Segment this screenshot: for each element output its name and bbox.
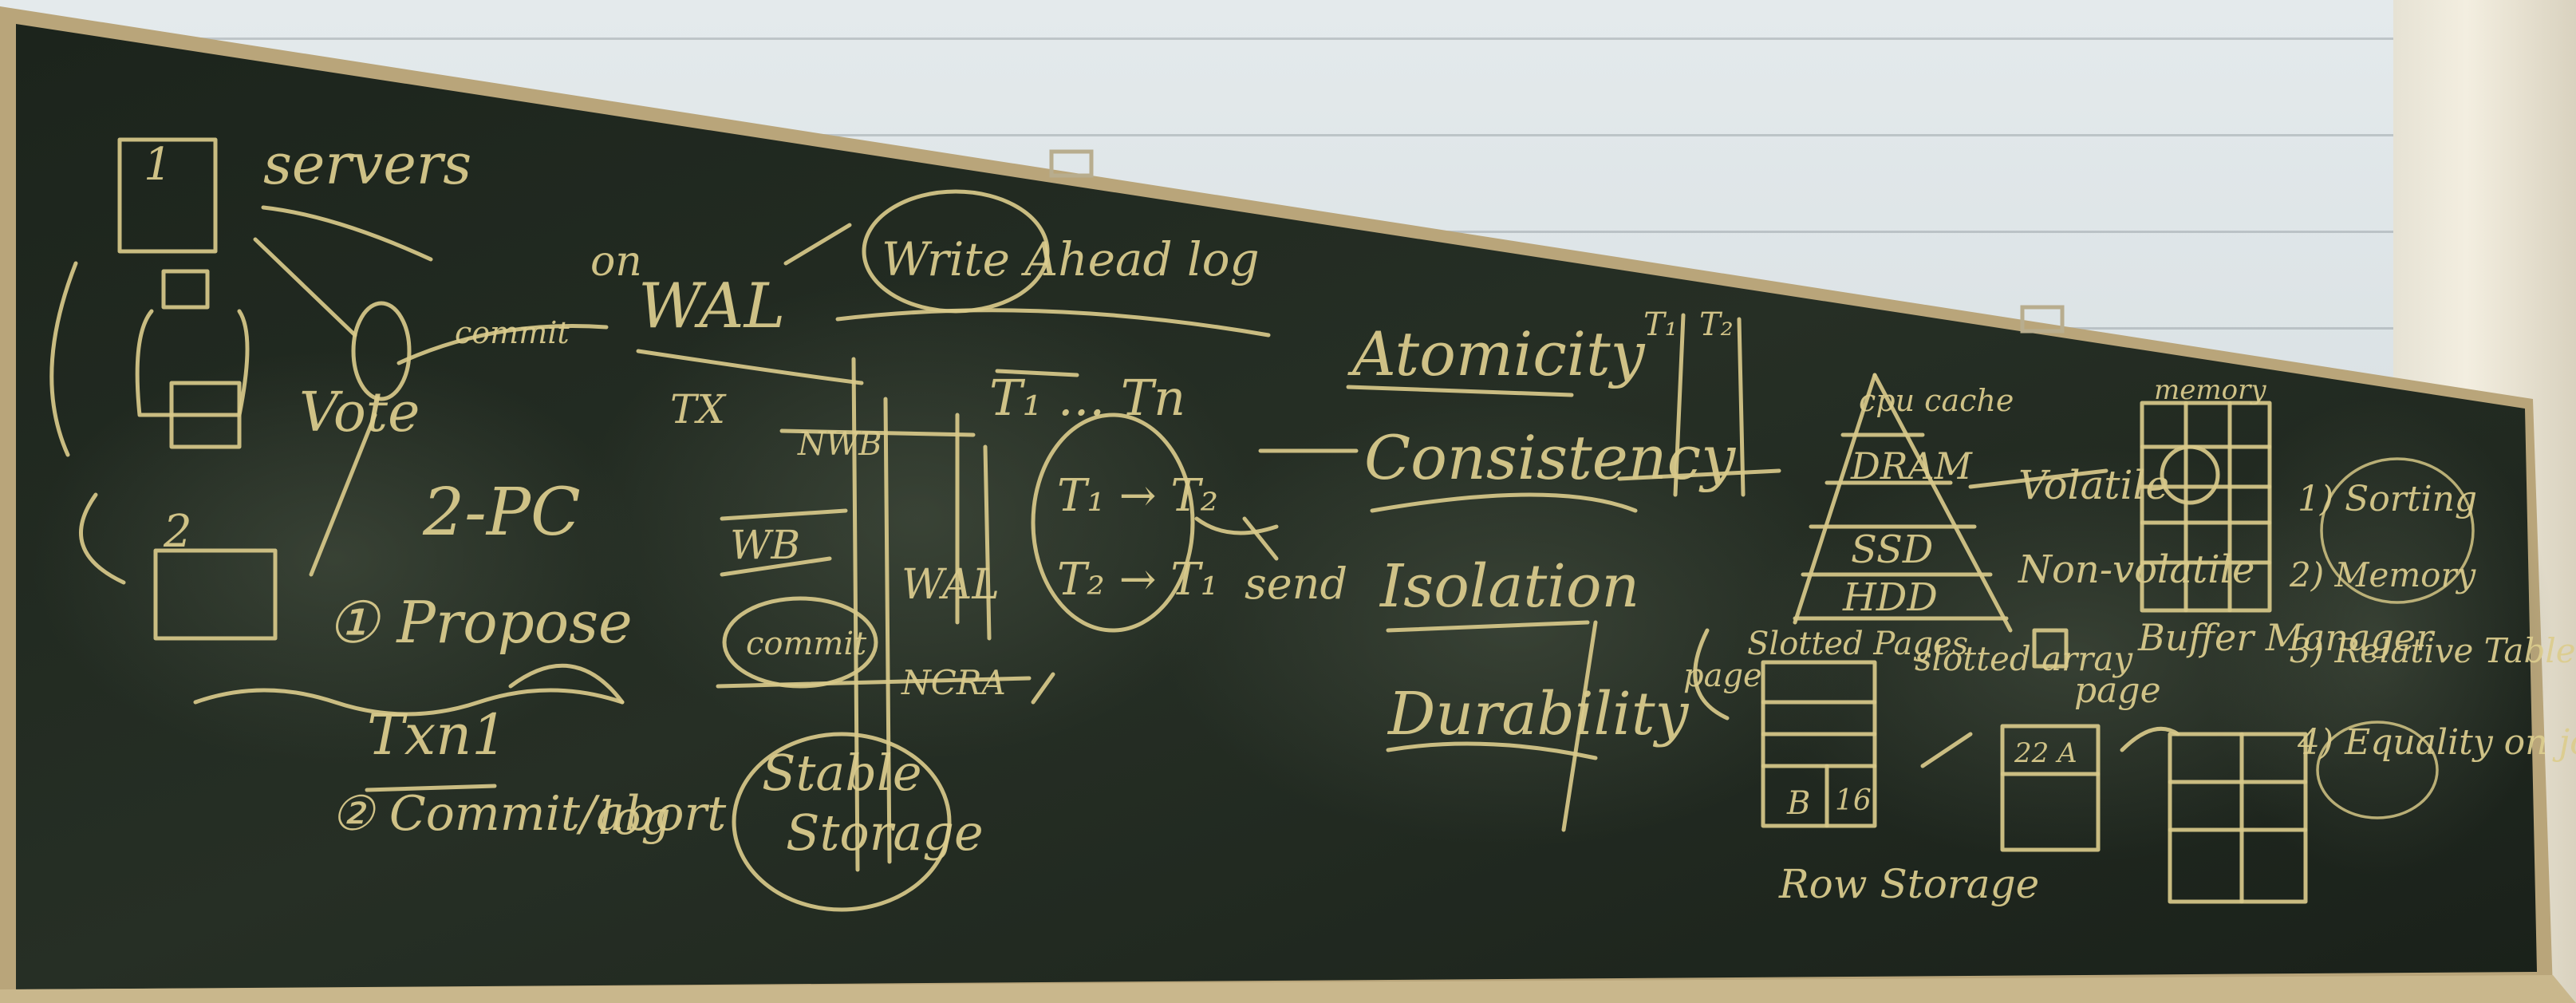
send-label: send xyxy=(1245,559,1347,609)
wal-small-label: WAL xyxy=(901,561,1000,609)
dram-label: DRAM xyxy=(1850,444,1974,488)
atomicity-label: Atomicity xyxy=(1347,318,1646,389)
join-factors-list xyxy=(2316,457,2475,819)
eraser-smudges xyxy=(32,279,2553,878)
server-two-label: 2 xyxy=(163,506,192,558)
list-item-sorting: 1) Sorting xyxy=(2298,479,2477,519)
tx-range-label: T₁ ... Tn xyxy=(989,369,1185,427)
acid-underlines xyxy=(1258,385,1638,832)
slotted-array-label: slotted array xyxy=(1915,639,2133,678)
on-label: on xyxy=(590,238,642,286)
commit-circle-label: commit xyxy=(746,626,867,662)
list-item-memory: 2) Memory xyxy=(2289,555,2477,594)
cell-b: B xyxy=(1786,785,1810,822)
t1-label: T₁ xyxy=(1643,306,1678,343)
page-label: page xyxy=(1683,657,1762,694)
isolation-label: Isolation xyxy=(1379,552,1639,621)
buffer-manager-label: Buffer Manager xyxy=(2137,616,2436,659)
wal-diagram xyxy=(636,189,1279,912)
ncra-label: NCRA xyxy=(901,663,1006,702)
slotted-pages-diagram xyxy=(1693,628,2101,852)
slotted-pages-label: Slotted Pages xyxy=(1747,626,1968,662)
nwb-label: NWB xyxy=(797,426,882,463)
servers-diagram xyxy=(49,137,625,792)
wal-label: WAL xyxy=(638,270,785,342)
txn-label: Txn1 xyxy=(367,702,507,768)
cell-16: 16 xyxy=(1835,784,1872,817)
page-label-2: page xyxy=(2074,670,2161,711)
storage-label: Storage xyxy=(786,804,984,862)
write-ahead-log-label: Write Ahead log xyxy=(882,232,1260,286)
t2-t1-label: T₂ → T₁ xyxy=(1057,554,1218,606)
hdd-label: HDD xyxy=(1842,575,1938,620)
storage-pyramid xyxy=(1617,313,2109,633)
chalk-tray xyxy=(0,975,2576,1003)
list-item-table-size: 3) Relative Table size xyxy=(2290,631,2576,670)
ssd-label: SSD xyxy=(1851,527,1933,572)
log-label: log xyxy=(598,791,671,845)
list-item-equality-join: 4) Equality on join xyxy=(2297,722,2576,763)
commit-abort-label: ② Commit/abort xyxy=(331,786,727,842)
propose-label: ① Propose xyxy=(327,589,633,656)
servers-label: servers xyxy=(263,132,471,197)
cell-22a: 22 A xyxy=(2014,737,2077,769)
non-volatile-label: Non-volatile xyxy=(2018,547,2254,592)
server-one-label: 1 xyxy=(144,139,172,191)
buffer-manager-diagram xyxy=(2120,401,2308,904)
t2-label: T₂ xyxy=(1699,306,1734,343)
vote-label: Vote xyxy=(299,381,420,444)
map-hook xyxy=(2020,305,2065,334)
durability-label: Durability xyxy=(1387,680,1690,748)
tx-label: TX xyxy=(670,386,727,432)
t1-t2-label: T₁ → T₂ xyxy=(1057,470,1218,522)
stable-label: Stable xyxy=(762,744,922,802)
cpu-cache-label: cpu cache xyxy=(1859,383,2014,418)
consistency-label: Consistency xyxy=(1364,422,1736,493)
row-storage-label: Row Storage xyxy=(1778,861,2039,907)
wb-label: WB xyxy=(730,522,800,568)
memory-label: memory xyxy=(2154,374,2266,406)
two-pc-label: 2-PC xyxy=(422,475,581,551)
map-hook xyxy=(1049,149,1094,178)
commit-label: commit xyxy=(455,315,570,350)
